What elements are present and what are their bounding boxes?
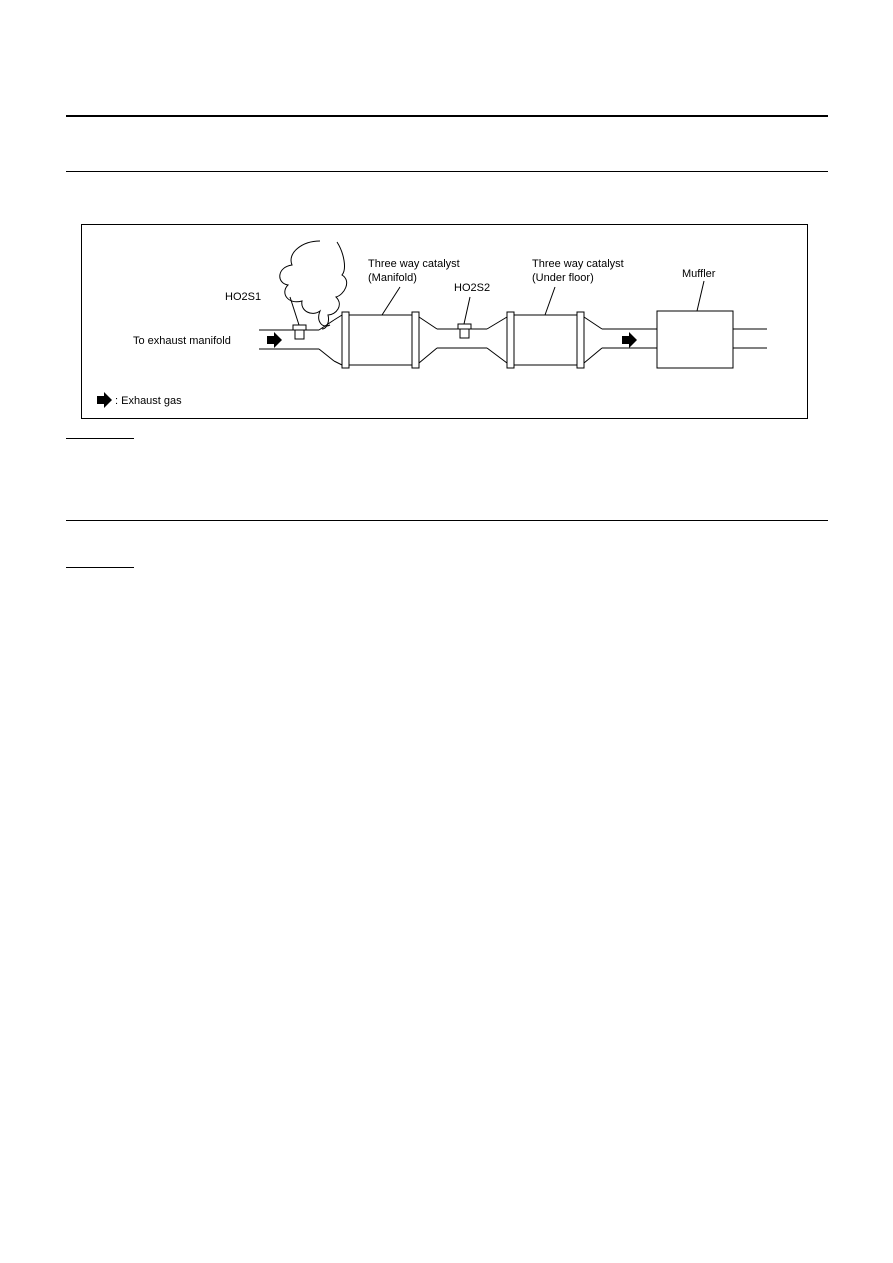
catalyst-underfloor-leader — [544, 286, 556, 316]
arrow-right-icon — [97, 392, 112, 408]
muffler-body — [656, 310, 734, 369]
label-catalyst-underfloor-line2: (Under floor) — [532, 272, 594, 284]
note-rule — [66, 438, 134, 439]
catalyst-manifold-leader — [381, 286, 401, 316]
manifold-outline — [321, 241, 348, 330]
ho2s2-sensor-cap — [457, 323, 472, 330]
inlet-taper-bottom — [318, 348, 335, 362]
mid-cone-bottom-a — [418, 347, 438, 364]
mid-cone-top-a — [418, 316, 438, 330]
label-to-exhaust-manifold: To exhaust manifold — [133, 335, 231, 347]
label-muffler: Muffler — [682, 268, 716, 280]
mid-cone-bottom-b — [486, 347, 508, 364]
label-catalyst-underfloor-line1: Three way catalyst — [532, 258, 624, 270]
cone-left-top — [333, 314, 343, 321]
section-divider-top — [66, 171, 828, 172]
mid-cone-top-b — [486, 316, 508, 330]
arrow-right-icon — [622, 332, 637, 348]
exhaust-diagram-canvas: HO2S1 Three way catalyst (Manifold) HO2S… — [97, 240, 767, 408]
label-ho2s2: HO2S2 — [454, 282, 490, 294]
smoke-cloud — [279, 240, 331, 327]
catalyst-manifold-flange-right — [411, 311, 420, 369]
catalyst-manifold-flange-left — [341, 311, 350, 369]
muffler-leader — [696, 280, 705, 312]
rear-cone-bottom — [583, 347, 603, 364]
ho2s2-leader — [463, 296, 471, 325]
cone-left-bottom — [333, 360, 343, 366]
catalyst-underfloor-flange-left — [506, 311, 515, 369]
header-rule — [66, 115, 828, 117]
ho2s1-leader — [289, 296, 300, 326]
label-catalyst-manifold-line2: (Manifold) — [368, 272, 417, 284]
inlet-taper-top — [318, 319, 335, 331]
section-divider-bottom — [66, 520, 828, 521]
catalyst-underfloor-flange-right — [576, 311, 585, 369]
catalyst-manifold-body — [348, 314, 413, 366]
exhaust-system-diagram: HO2S1 Three way catalyst (Manifold) HO2S… — [81, 224, 808, 419]
rear-cone-top — [583, 316, 603, 330]
arrow-right-icon — [267, 332, 282, 348]
catalyst-underfloor-body — [513, 314, 578, 366]
ho2s1-sensor-cap — [292, 324, 307, 331]
label-catalyst-manifold-line1: Three way catalyst — [368, 258, 460, 270]
note-rule — [66, 567, 134, 568]
label-ho2s1: HO2S1 — [225, 291, 261, 303]
legend-text: : Exhaust gas — [115, 395, 182, 407]
